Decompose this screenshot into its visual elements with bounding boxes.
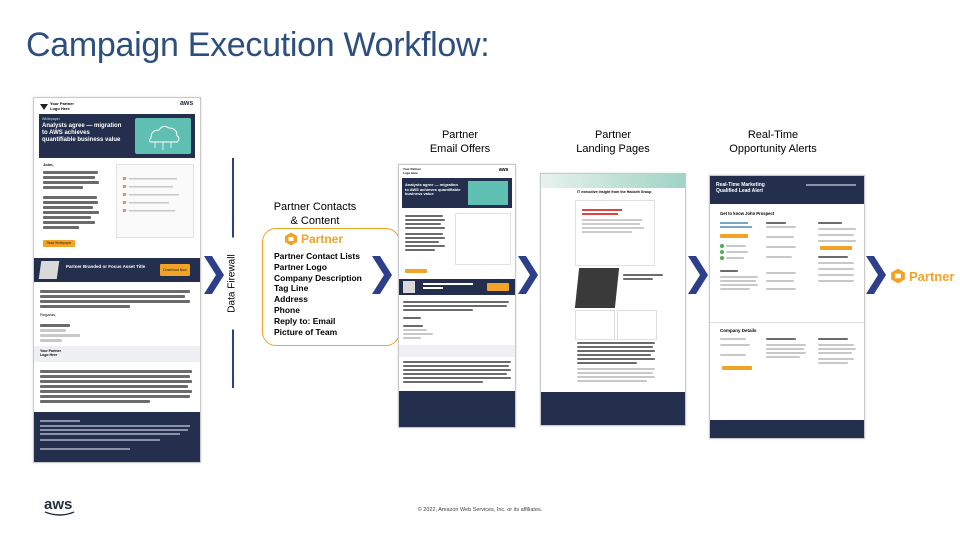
partner-hexagon-icon xyxy=(285,232,297,246)
copyright-footer: © 2022, Amazon Web Services, Inc. or its… xyxy=(417,507,543,513)
page-title: Campaign Execution Workflow: xyxy=(26,26,490,64)
flow-arrow-4 xyxy=(688,256,708,294)
partner-contacts-list: Partner Contact Lists Partner Logo Compa… xyxy=(274,251,362,337)
flow-arrow-5 xyxy=(866,256,886,294)
list-item: Address xyxy=(274,294,309,305)
email-headline: Analysts agree — migration to AWS achiev… xyxy=(42,123,122,143)
opportunity-alert-preview: Real-Time Marketing Qualified Lead Alert… xyxy=(709,175,865,439)
list-item: Reply to: Email xyxy=(274,315,336,326)
list-item: Picture of Team xyxy=(274,326,338,337)
aws-mini-logo: aws xyxy=(180,100,194,107)
list-item: Company Description xyxy=(274,272,362,283)
list-item: Partner Logo xyxy=(274,261,327,272)
asset-thumbnail xyxy=(38,261,60,279)
aws-smile-icon xyxy=(44,511,75,516)
partner-contacts-heading: Partner Contacts& Content xyxy=(273,201,357,227)
download-now-button[interactable]: Download Now xyxy=(160,264,190,276)
partner-logo: Partner xyxy=(284,232,343,246)
list-item: Phone xyxy=(274,304,300,315)
flow-arrow-2 xyxy=(372,256,392,294)
list-item: Tag Line xyxy=(274,283,309,294)
flow-arrow-1 xyxy=(204,256,224,294)
list-item: Partner Contact Lists xyxy=(274,251,360,261)
mini-chart xyxy=(116,164,194,238)
data-firewall-label: Data Firewall xyxy=(226,237,238,330)
read-whitepaper-button[interactable]: Read Whitepaper xyxy=(43,240,75,247)
flow-arrow-3 xyxy=(518,256,538,294)
landing-page-preview: IT executive insight from the Hackett Gr… xyxy=(540,173,686,426)
aws-logo: aws xyxy=(44,496,75,516)
final-partner-logo: Partner xyxy=(890,268,955,284)
partner-hexagon-icon xyxy=(891,268,905,284)
cloud-graphic xyxy=(135,118,191,154)
